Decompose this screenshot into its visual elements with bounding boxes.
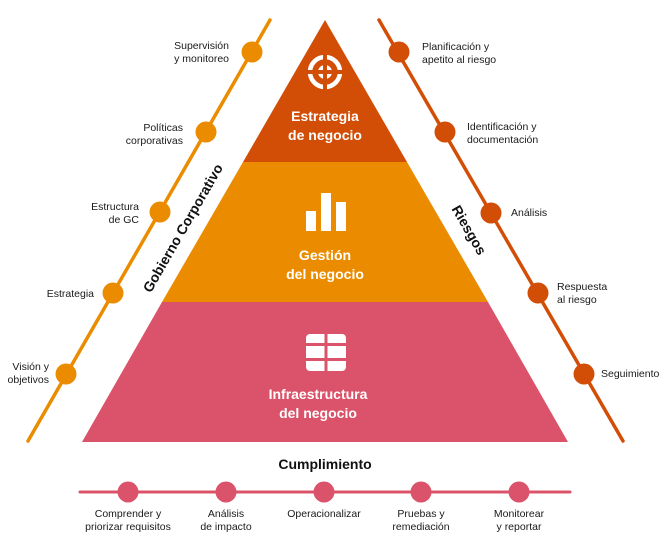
compliance-step-dot [313, 481, 335, 503]
bar-chart-icon [306, 193, 346, 231]
risk-step-dot [388, 41, 410, 63]
risk-step-dot [527, 282, 549, 304]
governance-step-label: Estructura de GC [91, 201, 139, 226]
compliance-step-dot [215, 481, 237, 503]
tier-title-management: Gestión del negocio [286, 247, 364, 282]
grid-icon [306, 334, 346, 371]
governance-step-dot [102, 282, 124, 304]
governance-step-label: Supervisión y monitoreo [174, 40, 229, 65]
risk-step-dot [434, 121, 456, 143]
risk-step-label: Seguimiento [601, 368, 660, 380]
pyramid-tier-infrastructure [82, 302, 568, 442]
compliance-step-label: Monitorear y reportar [493, 508, 545, 533]
governance-step-label: Políticas corporativas [125, 122, 183, 147]
tier-title-infrastructure: Infraestructura del negocio [268, 386, 368, 421]
compliance-title: Cumplimiento [278, 456, 372, 472]
risk-step-dot [573, 363, 595, 385]
governance-step-dot [149, 201, 171, 223]
risk-step-dot [480, 202, 502, 224]
tier-title-strategy: Estrategia de negocio [288, 108, 362, 143]
compliance-step-dot [117, 481, 139, 503]
governance-step-dot [55, 363, 77, 385]
governance-step-label: Visión y objetivos [7, 361, 49, 386]
target-icon [304, 51, 346, 93]
governance-step-dot [195, 121, 217, 143]
governance-step-dot [241, 41, 263, 63]
pyramid-tier-management [162, 162, 488, 302]
risk-step-label: Análisis [511, 207, 548, 219]
risk-step-label: Planificación y apetito al riesgo [422, 41, 497, 66]
compliance-step-label: Análisis de impacto [200, 508, 252, 533]
risk-step-label: Identificación y documentación [467, 121, 539, 146]
risk-step-label: Respuesta al riesgo [557, 281, 608, 306]
compliance-step-label: Comprender y priorizar requisitos [85, 508, 171, 533]
governance-step-label: Estrategia [46, 288, 94, 300]
compliance-step-label: Operacionalizar [287, 508, 361, 520]
compliance-step-dot [410, 481, 432, 503]
compliance-step-dot [508, 481, 530, 503]
compliance-step-label: Pruebas y remediación [392, 508, 450, 533]
